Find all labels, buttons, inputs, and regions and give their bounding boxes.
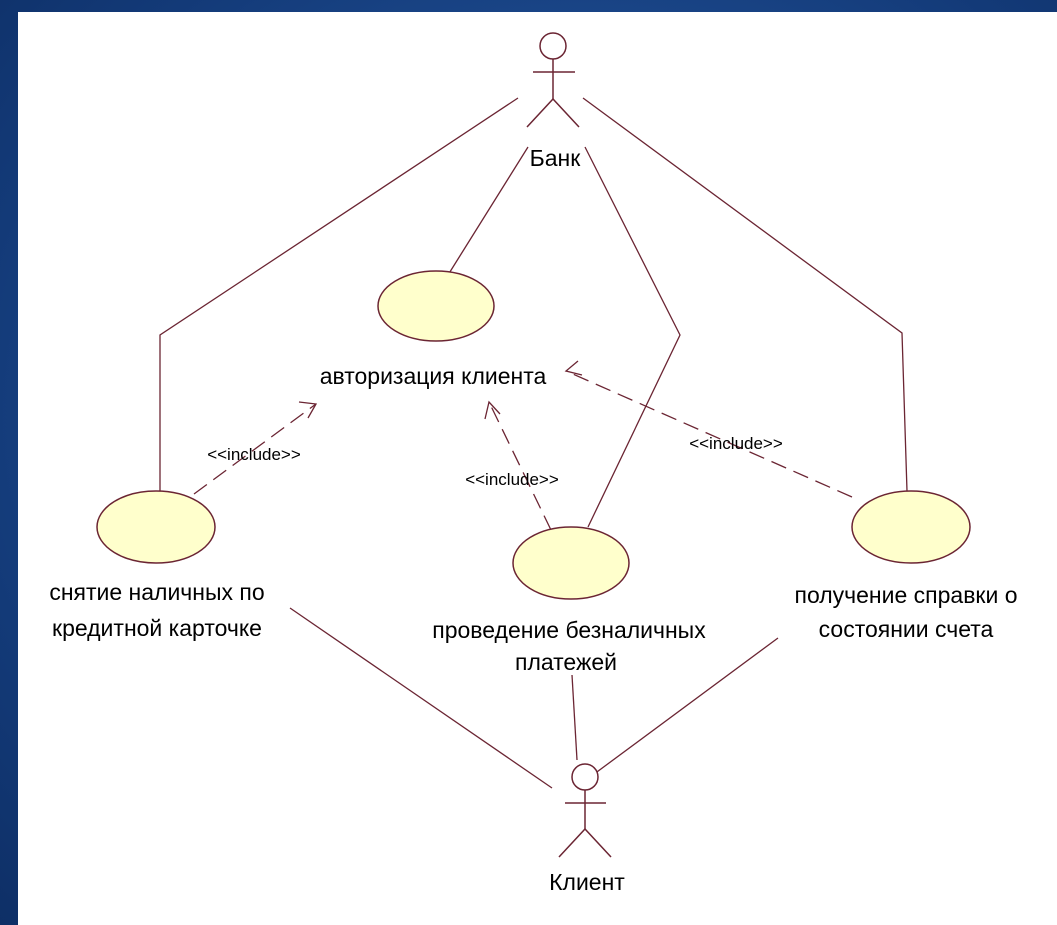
include-middle-label: <<include>>	[465, 470, 559, 489]
include-payments-arrowhead	[484, 400, 501, 420]
usecase-payments-ellipse[interactable]	[512, 526, 630, 600]
assoc-client-cash	[289, 607, 553, 789]
usecase-statement-ellipse[interactable]	[851, 490, 971, 564]
usecase-cash-ellipse[interactable]	[96, 490, 216, 564]
include-cash-arrowhead	[298, 401, 318, 419]
usecase-statement-label-line1: получение справки о	[794, 582, 1017, 608]
include-statement-auth	[565, 370, 853, 498]
usecase-auth-label: авторизация клиента	[320, 363, 547, 389]
assoc-bank-payments	[584, 146, 681, 528]
include-payments-auth	[488, 401, 552, 531]
usecase-statement-label-line2: состоянии счета	[819, 616, 994, 642]
assoc-bank-cash	[159, 97, 519, 492]
assoc-client-statement	[581, 637, 779, 784]
diagram-canvas	[18, 12, 1057, 925]
include-statement-arrowhead	[564, 360, 583, 376]
assoc-client-payments	[571, 674, 578, 761]
client-actor-legs	[558, 827, 612, 858]
include-right-label: <<include>>	[689, 434, 783, 453]
client-actor-head	[571, 763, 599, 791]
assoc-bank-auth	[447, 146, 529, 276]
usecase-cash-label-line1: снятие наличных по	[49, 579, 264, 605]
bank-actor-label: Банк	[530, 145, 582, 171]
usecase-payments-label-line1: проведение безналичных	[432, 617, 706, 643]
client-actor[interactable]	[558, 763, 612, 858]
bank-actor-head	[539, 32, 567, 60]
assoc-bank-statement	[582, 97, 908, 492]
include-left-label: <<include>>	[207, 445, 301, 464]
usecase-auth-ellipse[interactable]	[377, 270, 495, 342]
bank-actor-legs	[526, 97, 580, 128]
usecase-cash-label-line2: кредитной карточке	[52, 615, 262, 641]
include-cash-auth	[193, 403, 317, 495]
client-actor-label: Клиент	[549, 869, 625, 895]
usecase-payments-label-line2: платежей	[515, 649, 617, 675]
bank-actor[interactable]	[526, 32, 580, 128]
